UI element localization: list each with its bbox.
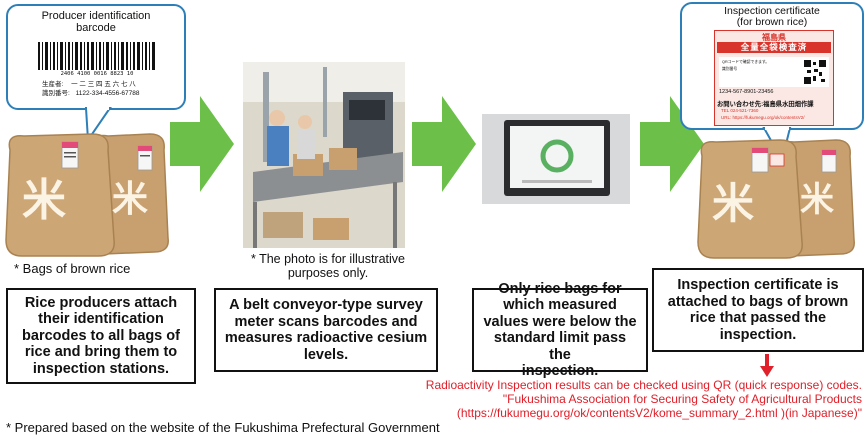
- certified-rice-bags-illustration: [697, 139, 855, 259]
- certificate-serial: 1234-567-8901-23456: [719, 89, 774, 95]
- certificate-callout: Inspection certificate (for brown rice) …: [680, 2, 864, 130]
- flow-arrow-1: [170, 96, 234, 192]
- certificate-qr-sub: 識別番号: [722, 67, 738, 71]
- rice-bag-kanji-back: 米: [112, 179, 149, 220]
- qr-code-icon: [803, 59, 827, 85]
- conveyor-photo: [243, 62, 405, 248]
- certificate-prefecture: 福島県: [762, 33, 786, 42]
- barcode-icon: [38, 42, 155, 70]
- measurement-monitor-photo: [482, 114, 630, 204]
- certificate-qr-text: QRコードで確認できます。: [722, 60, 770, 64]
- certificate-tel: TEL 024-521-7360: [721, 108, 759, 113]
- step-4-description: Inspection certificate is attached to ba…: [652, 268, 864, 352]
- rice-bags-illustration: [5, 133, 169, 257]
- barcode-callout: Producer identification barcode 2406 410…: [6, 4, 186, 110]
- certificate-body: QRコードで確認できます。 識別番号: [719, 57, 829, 87]
- barcode-id-row: 識別番号: 1122-334-4556-67788: [42, 90, 140, 97]
- photo-note: * The photo is for illustrative purposes…: [250, 252, 405, 280]
- qr-inspection-note: Radioactivity Inspection results can be …: [425, 378, 862, 420]
- barcode-producer-row: 生産者: 一 二 三 四 五 六 七 八: [42, 81, 136, 88]
- certificate-headline: 全量全袋検査済: [717, 42, 831, 53]
- certificate-contact: お問い合わせ先:福島県水田畑作課: [717, 101, 814, 108]
- source-note: * Prepared based on the website of the F…: [6, 420, 440, 435]
- monitor-image: [482, 114, 630, 204]
- flow-arrow-3: [640, 96, 704, 192]
- certificate-url: URL: https://fukumegu.org/ok/contentsV2/: [721, 115, 805, 120]
- rice-bag-kanji-front: 米: [22, 175, 66, 226]
- certificate-callout-title: Inspection certificate (for brown rice): [724, 5, 820, 28]
- certified-bag-kanji-back: 米: [800, 180, 834, 220]
- step-1-description: Rice producers attach their identificati…: [6, 288, 196, 384]
- barcode-callout-tail: [84, 106, 112, 142]
- step-3-description: Only rice bags for which measured values…: [472, 281, 648, 379]
- conveyor-photo-image: [243, 62, 405, 248]
- step-2-description: A belt conveyor-type survey meter scans …: [214, 288, 438, 372]
- certified-bag-kanji-front: 米: [712, 179, 755, 228]
- red-down-arrow: [760, 354, 774, 377]
- bags-note: * Bags of brown rice: [14, 261, 131, 276]
- certificate-card: 福島県 全量全袋検査済 QRコードで確認できます。 識別番号 1234-567-…: [714, 30, 834, 126]
- barcode-number: 2406 4100 0016 8823 10: [60, 71, 134, 77]
- barcode-callout-title: Producer identification barcode: [41, 10, 151, 34]
- flow-arrow-2: [412, 96, 476, 192]
